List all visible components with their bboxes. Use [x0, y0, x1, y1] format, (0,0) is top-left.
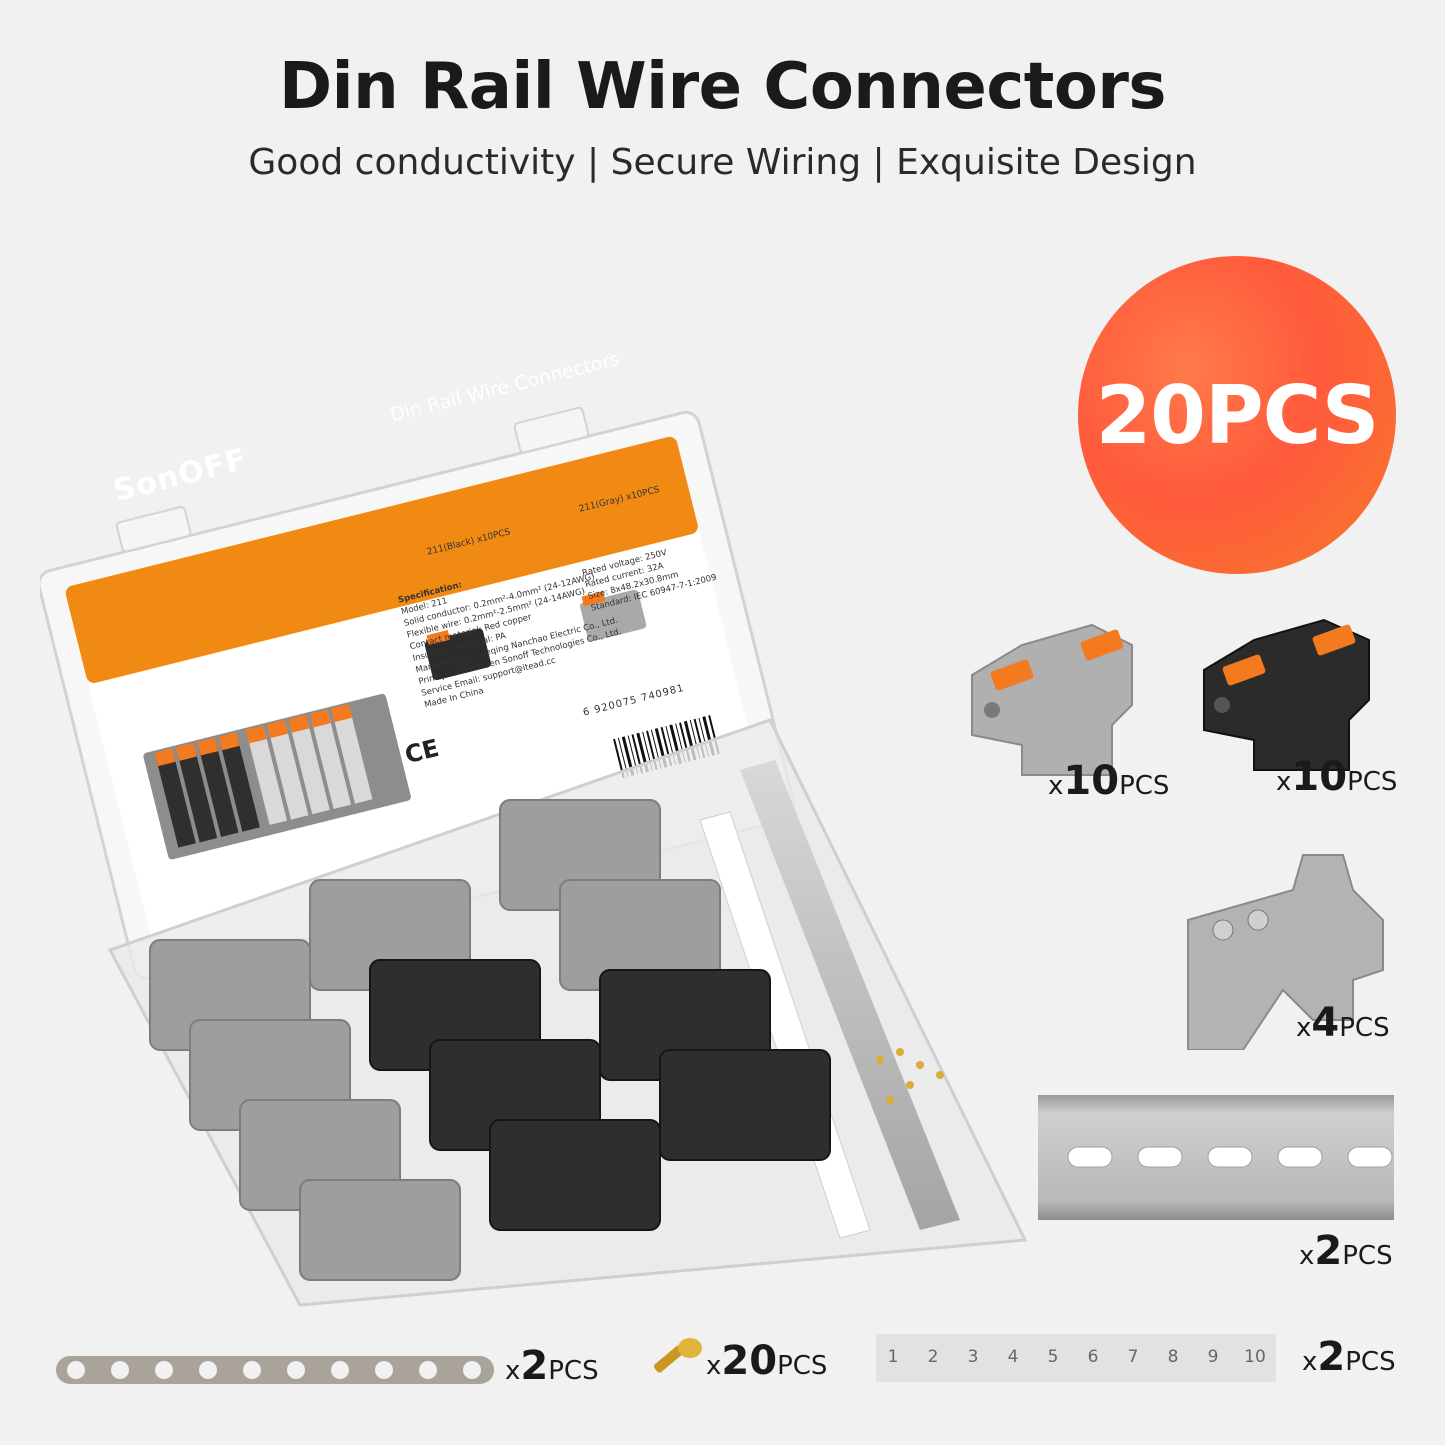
marker-number: 7 — [1127, 1347, 1139, 1367]
marker-number: 3 — [967, 1347, 979, 1367]
marker-number: 10 — [1244, 1347, 1266, 1367]
end-stopper-image — [1187, 854, 1384, 1050]
marker-number: 2 — [927, 1347, 939, 1367]
marker-number: 5 — [1047, 1347, 1059, 1367]
black-connector-qty: x10PCS — [1276, 754, 1398, 800]
page-title: Din Rail Wire Connectors — [279, 50, 1166, 124]
gray-connector-qty: x10PCS — [1048, 758, 1170, 804]
marker-number: 4 — [1007, 1347, 1019, 1367]
box-tray — [107, 718, 1028, 1307]
black-connector-image — [1203, 618, 1370, 771]
din-rail-image — [1038, 1095, 1394, 1220]
marker-number: 9 — [1207, 1347, 1219, 1367]
marker-number: 1 — [887, 1347, 899, 1367]
screw-qty: x20PCS — [706, 1338, 828, 1384]
storage-box-illustration — [40, 406, 1028, 1307]
din-rail-qty: x2PCS — [1299, 1228, 1393, 1274]
marker-strip: 1 2 3 4 5 6 7 8 9 10 — [876, 1334, 1276, 1382]
jumper-bar-image — [56, 1356, 494, 1384]
marker-number: 6 — [1087, 1347, 1099, 1367]
page-subtitle: Good conductivity | Secure Wiring | Exqu… — [248, 142, 1197, 183]
end-stopper-qty: x4PCS — [1296, 1000, 1390, 1046]
box-lid — [40, 406, 796, 981]
marker-strip-qty: x2PCS — [1302, 1334, 1396, 1380]
marker-number: 8 — [1167, 1347, 1179, 1367]
card-product-photo — [143, 693, 411, 860]
gray-connector-image — [971, 623, 1133, 776]
jumper-bar-qty: x2PCS — [505, 1343, 599, 1389]
count-badge: 20PCS — [1078, 256, 1396, 574]
screw-icon — [653, 1338, 702, 1373]
count-badge-text: 20PCS — [1095, 368, 1380, 462]
